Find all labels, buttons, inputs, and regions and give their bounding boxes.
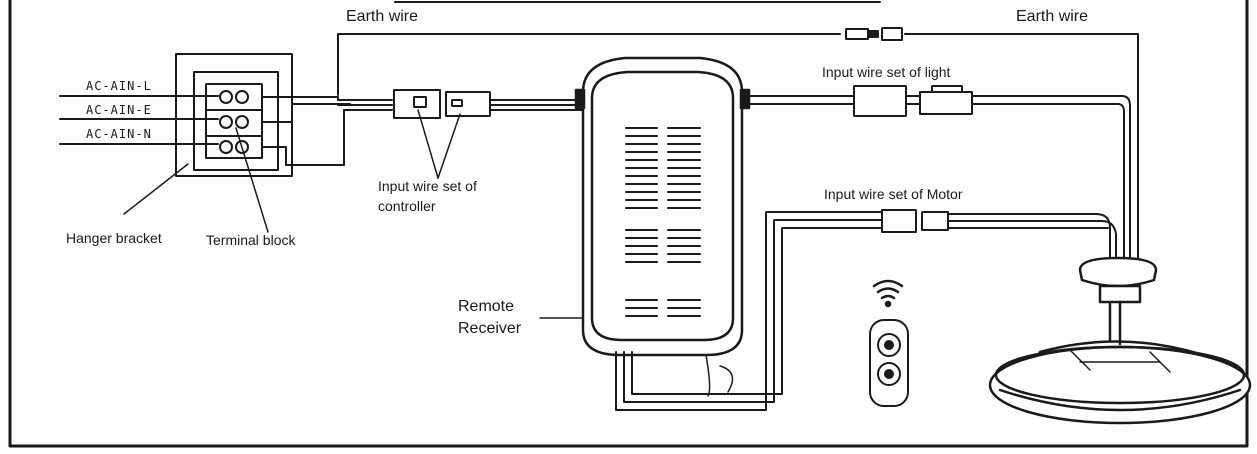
controller-input-connector	[393, 89, 584, 119]
earth-wire	[337, 27, 1139, 259]
ac-ain-l-label: AC-AIN-L	[86, 79, 152, 93]
remote-receiver-body	[574, 56, 751, 357]
input-controller-label-line2: controller	[378, 198, 436, 214]
motor-wire-set	[615, 209, 1117, 411]
earth-wire-connector	[845, 28, 869, 40]
input-light-label: Input wire set of light	[822, 64, 951, 80]
ac-ain-n-label: AC-AIN-N	[86, 127, 152, 141]
terminal-block-label: Terminal block	[206, 232, 296, 248]
diagram-frame	[8, 0, 1249, 448]
motor-connector-left	[881, 209, 917, 233]
light-wire-set	[748, 85, 1131, 259]
light-connector-left	[853, 85, 907, 117]
wifi-signal-icon	[872, 279, 904, 308]
receiver-vent-slots	[625, 127, 701, 317]
ac-ain-e-label: AC-AIN-E	[86, 103, 152, 117]
remote-receiver-label-line2: Receiver	[458, 320, 522, 337]
hanger-bracket-label: Hanger bracket	[66, 230, 162, 246]
remote-control-icon	[869, 319, 909, 407]
input-motor-label: Input wire set of Motor	[824, 186, 963, 202]
motor-connector-right	[921, 211, 949, 231]
light-connector-right	[919, 91, 973, 115]
pointer-lines	[123, 109, 593, 319]
ac-input-lines	[59, 95, 219, 145]
antenna-wire	[705, 354, 734, 397]
earth-wire-left-label: Earth wire	[346, 8, 419, 25]
input-controller-label-line1: Input wire set of	[378, 178, 477, 194]
supply-wires	[261, 96, 393, 166]
remote-receiver-label-line1: Remote	[458, 298, 515, 315]
ceiling-fan-icon	[988, 256, 1252, 425]
earth-wire-right-label: Earth wire	[1016, 8, 1089, 25]
